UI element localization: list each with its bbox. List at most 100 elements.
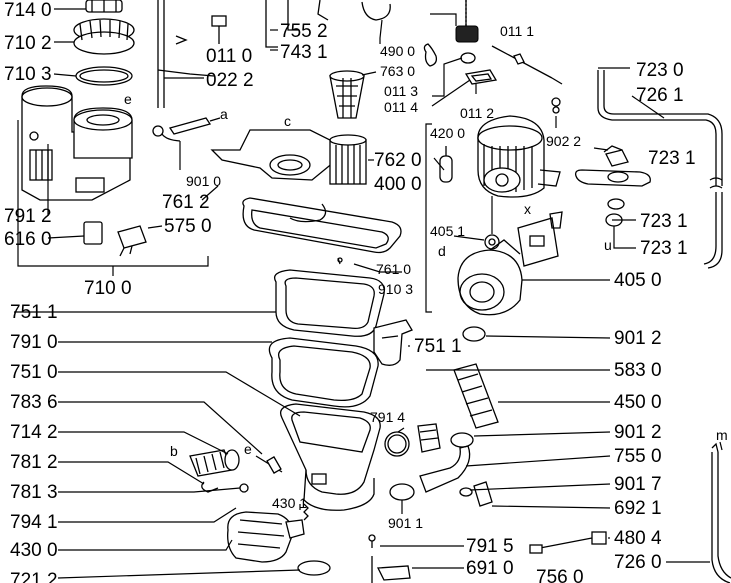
connector-pin-part	[255, 455, 283, 474]
label-420-0: 420 0	[430, 125, 465, 141]
letter-c: c	[284, 113, 291, 129]
part-number-labels: 714 0 710 2 710 3 011 0 022 2 755 2 743 …	[4, 0, 728, 583]
label-692-1: 692 1	[614, 498, 662, 519]
arm-washer-part	[605, 198, 625, 227]
label-405-1: 405 1	[430, 223, 465, 239]
lower-seal-part	[297, 560, 331, 576]
label-901-7: 901 7	[614, 474, 662, 495]
label-022-2: 022 2	[206, 70, 254, 91]
label-755-0: 755 0	[614, 446, 662, 467]
label-575-0: 575 0	[164, 216, 212, 237]
hose-clamp-part	[450, 432, 474, 448]
sensor-probe-part	[491, 45, 563, 85]
hand-pointer-part	[423, 43, 438, 67]
o-ring-part	[239, 483, 249, 493]
letter-e-top: e	[124, 91, 132, 107]
holder-plate-part	[210, 129, 335, 181]
oval-seal-part	[268, 337, 379, 408]
shaft-spring-part	[157, 0, 215, 108]
cylinder-filter-part	[329, 134, 367, 185]
label-714-0: 714 0	[4, 0, 52, 21]
small-pin-part	[368, 534, 376, 548]
label-751-0: 751 0	[10, 362, 58, 383]
pin-part	[152, 117, 221, 137]
label-723-1-mid: 723 1	[640, 211, 688, 232]
motor-assembly-part	[477, 115, 561, 198]
label-751-1-right: 751 1	[414, 336, 462, 357]
label-011-3: 011 3	[384, 83, 418, 99]
micro-switch-part	[117, 225, 147, 257]
mounting-bracket-part	[265, 0, 329, 48]
clamp-ring-part	[389, 483, 415, 501]
label-743-1: 743 1	[280, 42, 328, 63]
label-710-2: 710 2	[4, 33, 52, 54]
label-910-3: 910 3	[378, 281, 413, 297]
hose-pipe-part	[453, 363, 499, 429]
cup-holder-part	[373, 319, 413, 366]
label-011-4: 011 4	[384, 99, 418, 115]
gasket-ring-part	[75, 66, 133, 86]
spray-nozzle-part	[603, 145, 629, 167]
small-switch-part	[83, 221, 103, 245]
label-726-0: 726 0	[614, 552, 662, 573]
letter-e-bottom: e	[244, 441, 252, 457]
bolt-washer-part	[551, 97, 561, 114]
label-791-4: 791 4	[370, 409, 405, 425]
label-762-0: 762 0	[374, 150, 422, 171]
letter-u: u	[604, 237, 612, 253]
letter-m: m	[716, 427, 728, 443]
label-783-6: 783 6	[10, 392, 58, 413]
label-710-3: 710 3	[4, 64, 52, 85]
label-691-0: 691 0	[466, 558, 514, 579]
label-794-1: 794 1	[10, 512, 58, 533]
threaded-ring-part	[73, 18, 135, 55]
check-valve-part	[459, 481, 493, 507]
label-450-0: 450 0	[614, 392, 662, 413]
spring-part	[303, 503, 309, 521]
label-430-0: 430 0	[10, 540, 58, 561]
label-011-1: 011 1	[500, 23, 534, 39]
label-480-4: 480 4	[614, 528, 662, 549]
label-726-1: 726 1	[636, 85, 684, 106]
sensor-cable-part	[529, 531, 607, 554]
label-781-2: 781 2	[10, 452, 58, 473]
valve-body-part	[227, 511, 305, 563]
label-583-0: 583 0	[614, 360, 662, 381]
spray-arm-tube-part	[597, 70, 723, 269]
plug-connector-part	[371, 556, 411, 583]
hose-elbow-part	[419, 445, 471, 493]
label-011-2: 011 2	[460, 105, 494, 121]
label-901-0: 901 0	[186, 173, 221, 189]
label-490-0: 490 0	[380, 43, 415, 59]
label-710-0: 710 0	[84, 278, 132, 299]
letter-d: d	[438, 243, 446, 259]
label-714-2: 714 2	[10, 422, 58, 443]
hose-coupling-part	[189, 449, 240, 477]
leader-lines	[14, 8, 723, 579]
capacitor-part	[439, 146, 453, 183]
letter-a: a	[220, 106, 228, 122]
label-756-0: 756 0	[536, 567, 584, 583]
label-761-0: 761 0	[376, 261, 411, 277]
valve-part	[417, 423, 441, 453]
pump-housing-part	[457, 239, 523, 316]
label-755-2: 755 2	[280, 21, 328, 42]
grinder-housing-part	[21, 85, 133, 201]
label-751-1-left: 751 1	[10, 302, 58, 323]
label-763-0: 763 0	[380, 63, 415, 79]
label-430-1: 430 1	[272, 495, 307, 511]
grommet-part	[460, 52, 476, 64]
filter-strainer-part	[329, 70, 365, 119]
label-791-5: 791 5	[466, 536, 514, 557]
label-011-0: 011 0	[206, 46, 252, 67]
label-901-1: 901 1	[388, 515, 423, 531]
label-781-3: 781 3	[10, 482, 58, 503]
label-791-2: 791 2	[4, 206, 52, 227]
label-902-2: 902 2	[546, 133, 581, 149]
label-901-2-mid: 901 2	[614, 422, 662, 443]
label-723-1-top: 723 1	[648, 148, 696, 169]
cable-clip-part	[455, 0, 479, 43]
screen-filter-part	[384, 431, 410, 457]
heating-element-part	[242, 197, 402, 254]
